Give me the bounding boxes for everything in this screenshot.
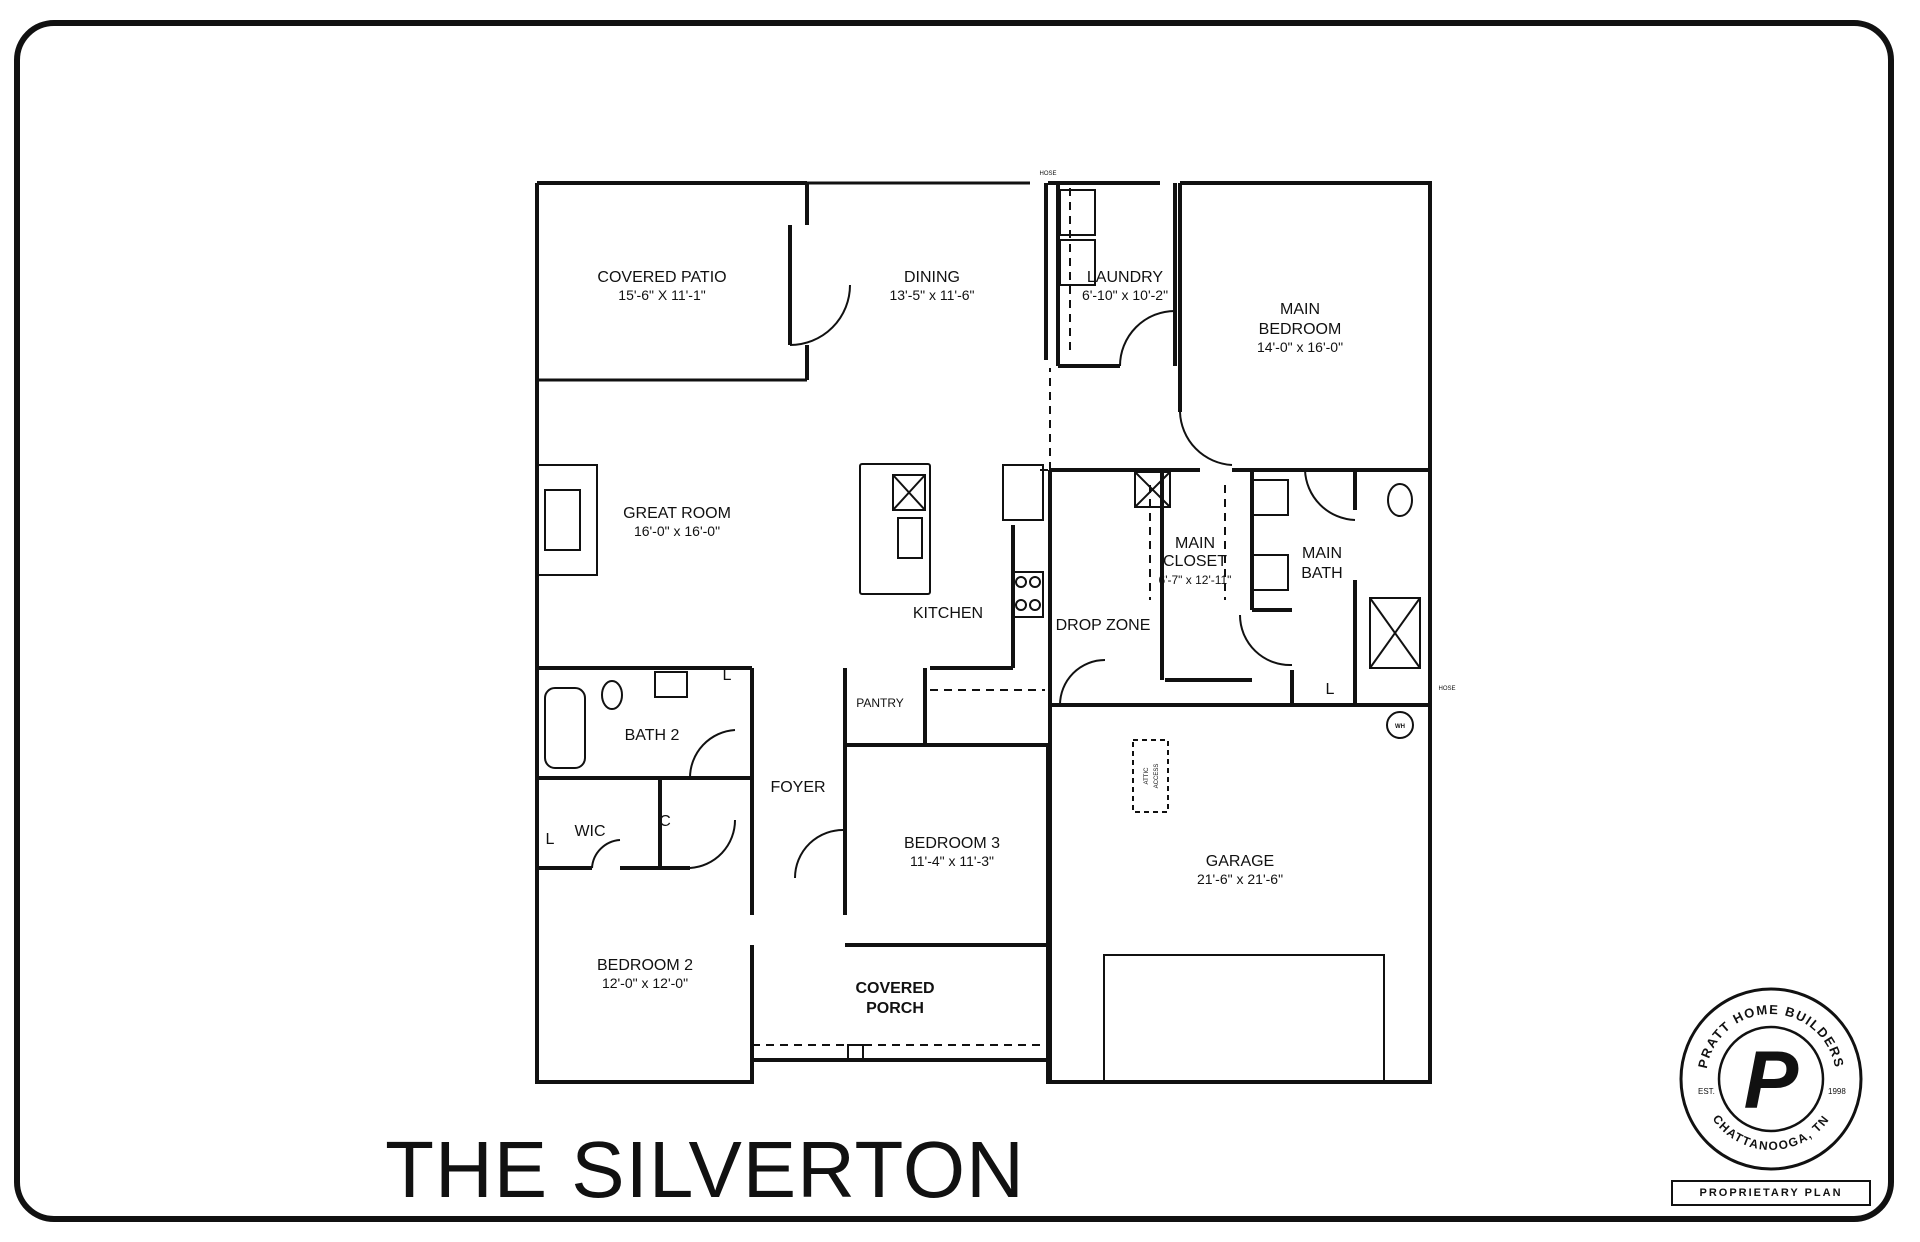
svg-text:MAIN: MAIN — [1302, 545, 1342, 562]
page-border — [14, 20, 1894, 1222]
svg-text:15'-6" X 11'-1": 15'-6" X 11'-1" — [618, 287, 705, 303]
svg-text:PORCH: PORCH — [866, 1000, 924, 1017]
sink-icon — [1252, 554, 1289, 591]
svg-text:P: P — [1744, 1035, 1799, 1126]
svg-text:HOSE: HOSE — [1438, 686, 1455, 692]
range-icon — [1012, 571, 1044, 618]
toilet-icon — [601, 680, 623, 710]
fixtures — [536, 189, 1421, 1061]
svg-text:16'-0" x 16'-0": 16'-0" x 16'-0" — [634, 523, 720, 539]
svg-text:EST.: EST. — [1698, 1087, 1715, 1096]
svg-text:1998: 1998 — [1828, 1087, 1846, 1096]
svg-text:COVERED: COVERED — [855, 980, 934, 997]
sink-icon — [897, 517, 923, 559]
svg-text:PANTRY: PANTRY — [856, 696, 904, 710]
toilet-icon — [1387, 483, 1413, 517]
svg-text:HOSE: HOSE — [1039, 171, 1056, 177]
svg-text:14'-0" x 16'-0": 14'-0" x 16'-0" — [1257, 339, 1343, 355]
svg-text:L: L — [723, 667, 732, 684]
water-heater-icon — [1386, 711, 1414, 739]
proprietary-badge: PROPRIETARY PLAN — [1671, 1180, 1871, 1206]
garage-door — [1103, 954, 1385, 1083]
svg-text:CLOSET: CLOSET — [1163, 553, 1227, 570]
svg-text:BEDROOM: BEDROOM — [1259, 321, 1342, 338]
svg-text:DINING: DINING — [904, 269, 960, 286]
svg-text:LAUNDRY: LAUNDRY — [1087, 269, 1164, 286]
svg-text:12'-0" x 12'-0": 12'-0" x 12'-0" — [602, 975, 688, 991]
svg-text:C: C — [659, 813, 671, 830]
svg-text:GREAT ROOM: GREAT ROOM — [623, 505, 731, 522]
svg-text:BATH: BATH — [1301, 565, 1342, 582]
svg-text:13'-5" x 11'-6": 13'-5" x 11'-6" — [889, 287, 974, 303]
svg-text:COVERED PATIO: COVERED PATIO — [597, 269, 726, 286]
svg-text:WIC: WIC — [574, 823, 605, 840]
door-swings — [591, 284, 1356, 879]
svg-text:6'-7" x 12'-11": 6'-7" x 12'-11" — [1159, 573, 1232, 587]
svg-text:GARAGE: GARAGE — [1206, 853, 1274, 870]
dashed-lines — [752, 188, 1226, 1046]
builder-logo: PRATT HOME BUILDERS CHATTANOOGA, TN P ES… — [1679, 987, 1863, 1171]
svg-text:11'-4" x 11'-3": 11'-4" x 11'-3" — [910, 853, 994, 869]
svg-text:ACCESS: ACCESS — [1154, 764, 1160, 789]
svg-text:BEDROOM 2: BEDROOM 2 — [597, 957, 693, 974]
svg-text:BATH 2: BATH 2 — [625, 727, 680, 744]
svg-text:BEDROOM 3: BEDROOM 3 — [904, 835, 1000, 852]
plan-title: THE SILVERTON — [385, 1125, 1025, 1214]
svg-text:WH: WH — [1395, 724, 1405, 730]
svg-text:DROP ZONE: DROP ZONE — [1056, 617, 1151, 634]
room-labels: COVERED PATIO 15'-6" X 11'-1" DINING 13'… — [546, 171, 1456, 1017]
walls — [535, 181, 1432, 1084]
svg-text:ATTIC: ATTIC — [1144, 767, 1150, 785]
svg-text:MAIN: MAIN — [1280, 301, 1320, 318]
bathtub-icon — [544, 687, 586, 769]
svg-text:21'-6" x 21'-6": 21'-6" x 21'-6" — [1197, 871, 1283, 887]
sink-icon — [654, 671, 688, 698]
svg-text:MAIN: MAIN — [1175, 535, 1215, 552]
svg-text:FOYER: FOYER — [770, 779, 825, 796]
sink-icon — [1252, 479, 1289, 516]
svg-text:L: L — [1326, 681, 1335, 698]
svg-text:L: L — [546, 831, 555, 848]
svg-text:6'-10" x 10'-2": 6'-10" x 10'-2" — [1082, 287, 1168, 303]
svg-text:KITCHEN: KITCHEN — [913, 605, 983, 622]
